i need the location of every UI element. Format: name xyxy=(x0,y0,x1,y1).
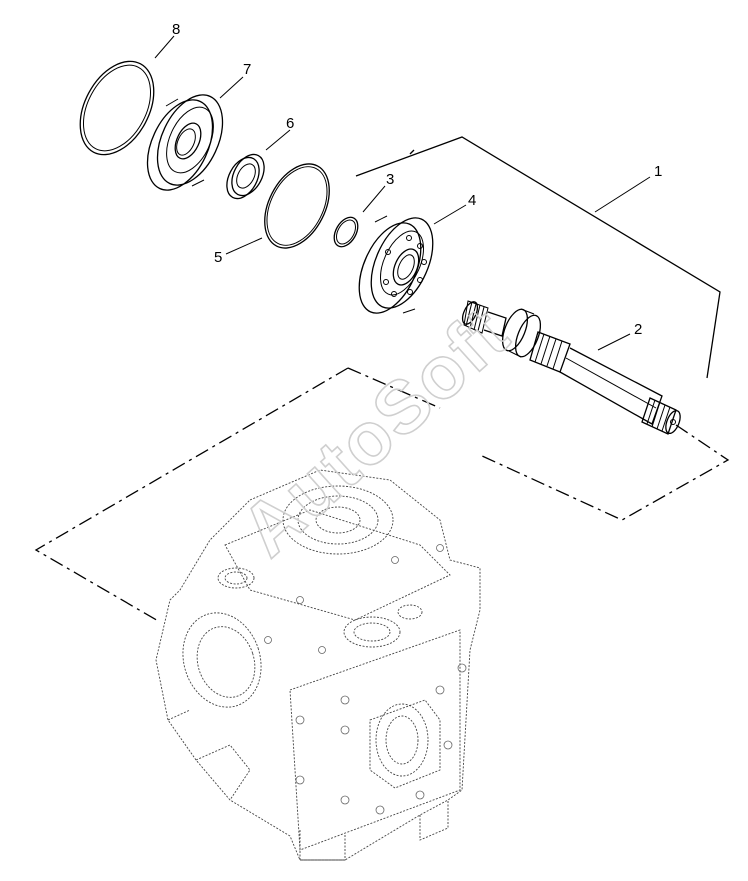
callout-5[interactable]: 5 xyxy=(214,249,222,266)
part-4-bearing[interactable] xyxy=(347,209,446,323)
part-6-seal[interactable] xyxy=(220,149,270,204)
callout-2[interactable]: 2 xyxy=(634,321,642,338)
watermark-text: AutoSoft xyxy=(225,291,525,572)
callout-leaders xyxy=(154,35,651,351)
part-7-cover[interactable] xyxy=(134,85,235,201)
callout-8[interactable]: 8 xyxy=(172,21,180,38)
callout-4[interactable]: 4 xyxy=(468,192,476,209)
callout-3[interactable]: 3 xyxy=(386,171,394,188)
part-8-large-ring[interactable] xyxy=(65,49,168,167)
part-5-o-ring[interactable] xyxy=(252,153,343,259)
callout-6[interactable]: 6 xyxy=(286,115,294,132)
callout-labels: 1 2 3 4 5 6 7 8 xyxy=(172,21,662,338)
part-3-snap-ring[interactable] xyxy=(329,213,362,251)
callout-7[interactable]: 7 xyxy=(243,61,251,78)
assembly-bracket-1 xyxy=(355,136,721,379)
mounting-plane-outline xyxy=(34,367,730,623)
callout-1[interactable]: 1 xyxy=(654,163,662,180)
part-2-shaft[interactable] xyxy=(459,300,683,436)
gearbox-housing xyxy=(155,469,481,861)
